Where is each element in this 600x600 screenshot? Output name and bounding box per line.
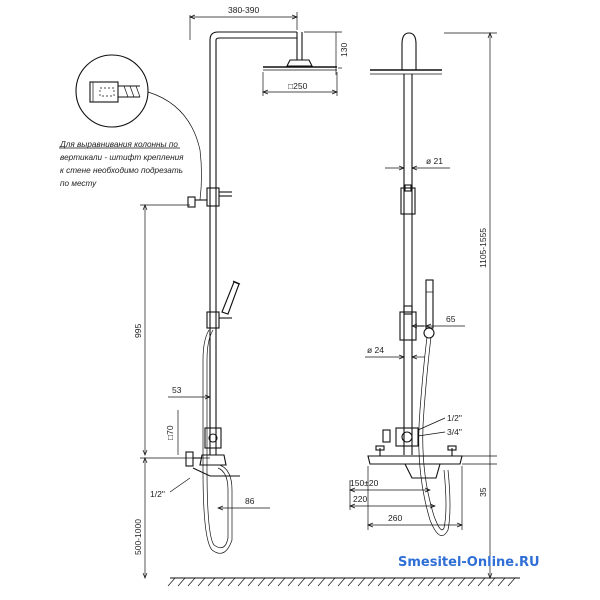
- dim-lower-tube-diameter-label: ø 24: [367, 345, 384, 355]
- dim-spacing-label: 150±20: [350, 478, 379, 488]
- hand-shower-holder: [206, 311, 220, 329]
- dim-head-height-label: 130: [339, 43, 349, 57]
- dim-width-260-label: 260: [388, 513, 402, 523]
- dim-width-220-label: 220: [353, 494, 367, 504]
- dim-spout-86-label: 86: [245, 496, 255, 506]
- dim-offset-53-label: 53: [172, 385, 182, 395]
- dim-column-height-label: 995: [133, 324, 143, 338]
- watermark: Smesitel-Online.RU: [398, 555, 540, 570]
- front-upper-clamp: [400, 187, 416, 215]
- dim-hand-shower-offset-label: 65: [446, 314, 456, 324]
- upper-clamp: [206, 187, 220, 207]
- hand-shower: [221, 281, 240, 315]
- side-view: 380-390 130 □250 Для выравнивания колонн…: [59, 5, 349, 579]
- detail-callout-circle: [75, 54, 149, 128]
- dim-head-size-label: □250: [288, 81, 308, 91]
- front-hand-shower: [425, 279, 434, 329]
- mixer-body: [199, 454, 227, 466]
- thread-half-left-label: 1/2": [150, 489, 165, 499]
- dim-reach-label: 380-390: [228, 5, 259, 15]
- floor-hatch: [167, 577, 520, 587]
- thread-half-right-label: 1/2": [447, 413, 462, 423]
- front-mixer-body: [367, 455, 463, 465]
- dim-total-height-label: 1105-1555: [478, 228, 488, 268]
- front-diverter: [395, 427, 419, 447]
- diverter-knob: [204, 427, 222, 449]
- dim-spout-70-label: □70: [165, 425, 175, 440]
- thread-three-quarter-label: 3/4": [447, 427, 462, 437]
- dim-mount-height-label: 500-1000: [133, 519, 143, 555]
- dim-depth-35-label: 35: [478, 487, 488, 497]
- dim-tube-diameter-label: ø 21: [426, 156, 443, 166]
- front-view: 1105-1555 ø 21 65 ø 24: [349, 32, 497, 579]
- note-line-1: Для выравнивания колонны по: [59, 140, 178, 149]
- note-line-3: к стене необходимо подрезать: [60, 166, 183, 175]
- note-line-2: вертикали - штифт крепления: [60, 153, 184, 162]
- note-line-4: по месту: [60, 179, 97, 188]
